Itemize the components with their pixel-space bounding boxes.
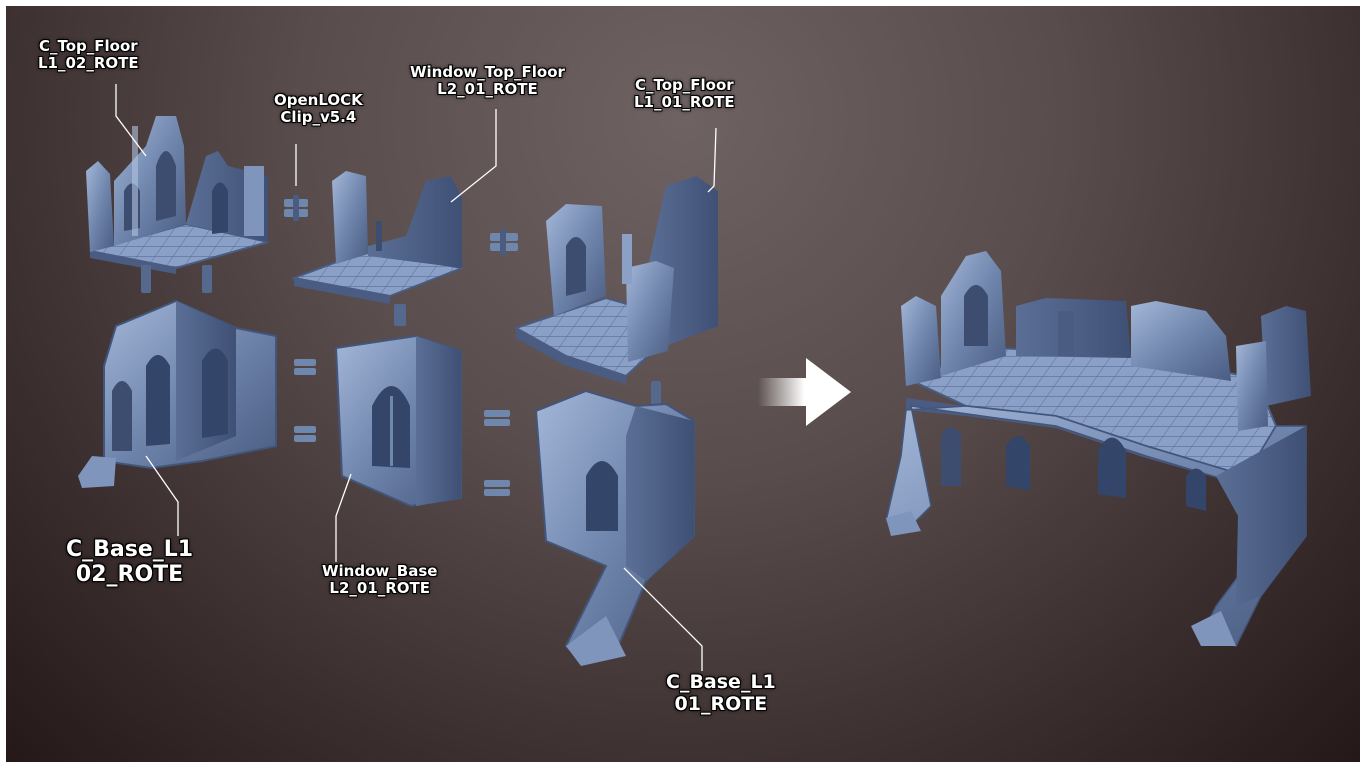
label-window-top-floor: Window_Top_Floor L2_01_ROTE [410, 63, 565, 99]
label-line-1: C_Base_L1 [66, 537, 194, 562]
label-c-top-floor-l1-01: C_Top_Floor L1_01_ROTE [634, 76, 735, 112]
label-line-1: OpenLOCK [274, 91, 363, 109]
models-layer [78, 84, 1311, 671]
window-base-l2-01-model [334, 334, 462, 508]
label-line-2: L2_01_ROTE [329, 579, 431, 598]
openlock-clip-icon [284, 195, 308, 221]
label-line-2: Clip_v5.4 [280, 108, 357, 127]
label-line-1: C_Base_L1 [666, 671, 776, 693]
label-line-2: 01_ROTE [674, 692, 768, 715]
label-openlock-clip: OpenLOCK Clip_v5.4 [274, 91, 363, 127]
c-base-l1-02-model [78, 299, 277, 488]
assembly-illustration: C_Top_Floor L1_02_ROTE OpenLOCK Clip_v5.… [6, 6, 1360, 762]
window-top-floor-l2-01-model [290, 171, 466, 326]
label-line-1: Window_Top_Floor [410, 63, 565, 81]
label-c-top-floor-l1-02: C_Top_Floor L1_02_ROTE [38, 37, 139, 73]
label-line-2: 02_ROTE [75, 562, 184, 588]
openlock-clip-icon [141, 265, 212, 293]
label-line-1: C_Top_Floor [634, 76, 734, 94]
label-line-2: L1_02_ROTE [38, 54, 139, 73]
c-base-l1-01-model [534, 389, 695, 666]
label-window-base: Window_Base L2_01_ROTE [322, 562, 438, 598]
leader-lines [115, 84, 717, 671]
arrow-right-icon [758, 358, 851, 426]
openlock-clip-icon [294, 359, 510, 496]
c-top-floor-l1-01-model [513, 176, 718, 409]
label-line-2: L2_01_ROTE [437, 80, 538, 99]
label-c-base-l1-01: C_Base_L1 01_ROTE [666, 671, 776, 716]
label-line-1: Window_Base [322, 562, 438, 580]
label-c-base-l1-02: C_Base_L1 02_ROTE [66, 537, 193, 588]
label-line-1: C_Top_Floor [38, 37, 138, 55]
assembled-ruin-model [885, 251, 1311, 647]
label-line-2: L1_01_ROTE [634, 93, 735, 112]
c-top-floor-l1-02-model [86, 116, 269, 274]
openlock-clip-icon [490, 229, 518, 255]
